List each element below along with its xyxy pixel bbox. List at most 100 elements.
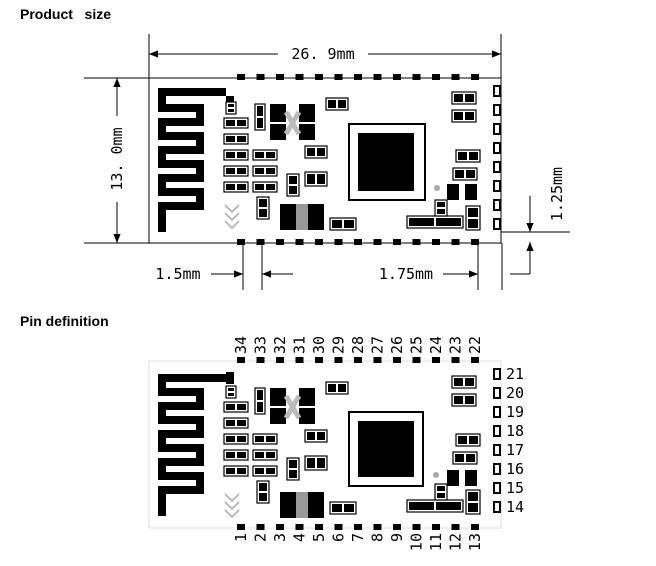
passive-component [465,489,481,515]
passive-component [304,429,328,443]
passive-component [225,101,237,115]
right-pin-label: 14 [506,498,524,516]
passive-component [451,109,477,123]
bottom-pin-label: 4 [291,533,309,542]
top-pin-label: 24 [427,336,445,354]
top-pin-label: 29 [330,336,348,354]
passive-component [223,117,249,129]
crystal [270,388,315,424]
bottom-edge-pad [354,524,362,530]
right-pin-label: 20 [506,384,524,402]
top-edge-pad [471,357,479,363]
side-edge-pad [493,425,501,437]
inductor [280,492,324,518]
bottom-edge-pad [451,524,460,530]
pin-definition-title: Pin definition [20,313,109,329]
qfn-chip [348,411,424,487]
chevron-marks [224,204,240,230]
top-edge-pad [393,74,401,80]
pin1-marker [433,472,439,478]
passive-component [452,167,478,181]
antenna-trace [158,374,231,516]
top-edge-pad [451,74,460,80]
passive-component [223,433,249,445]
bottom-pin-label: 5 [310,533,328,542]
passive-component [455,433,481,447]
bottom-pin-label: 11 [427,533,445,551]
side-edge-pad [493,387,501,399]
passive-component [223,401,249,413]
bottom-edge-pad [393,239,401,245]
passive-component [465,205,481,231]
passive-component [256,480,270,504]
top-edge-pad [412,357,421,363]
right-gap-dimension-label: 1.25mm [548,167,566,221]
passive-component [223,449,249,461]
bottom-edge-pad [334,239,343,245]
top-pin-label: 33 [252,336,270,354]
bottom-edge-pad [237,239,245,245]
right-pin-label: 18 [506,422,524,440]
passive-component [286,173,300,197]
bottom-edge-pad [451,239,460,245]
passive-component [434,199,448,217]
side-edge-pad [493,463,501,475]
passive-component [223,465,249,477]
passive-component [325,381,349,395]
passive-component [406,215,464,229]
bottom-pin-label: 9 [388,533,406,542]
top-edge-pad [373,357,382,363]
top-edge-pad [295,74,304,80]
top-edge-pad [276,74,284,80]
side-edge-pad [493,501,501,513]
bottom-pin-label: 12 [447,533,465,551]
left-gap-dimension-label: 1.5mm [155,265,200,283]
top-edge-pad [295,357,304,363]
passive-component [252,449,278,461]
side-edge-pad [493,199,501,211]
top-edge-pad [393,357,401,363]
passive-component [254,387,266,415]
passive-component [451,375,477,389]
bottom-pin-label: 2 [252,533,270,542]
bottom-edge-pad [471,524,479,530]
bottom-edge-pad [432,524,440,530]
top-edge-pad [354,357,362,363]
bottom-edge-pad [315,524,323,530]
module-board-pins [148,357,502,530]
passive-component [252,181,278,193]
top-edge-pad [451,357,460,363]
bottom-edge-pad [334,524,343,530]
bottom-edge-pad [412,524,421,530]
passive-component [256,196,270,220]
crystal [270,104,315,140]
side-edge-pad [493,142,501,154]
top-edge-pad [432,357,440,363]
product-size-title: Product size [20,6,112,22]
inductor [280,204,324,230]
top-edge-pad [256,74,265,80]
top-pin-label: 27 [369,336,387,354]
side-edge-pad [493,123,501,135]
bottom-edge-pad [276,524,284,530]
chevron-marks [224,493,240,519]
top-edge-pad [315,357,323,363]
pin1-marker [434,185,440,191]
bottom-edge-pad [295,239,304,245]
passive-component [254,103,266,131]
top-pin-label: 26 [388,336,406,354]
side-edge-pad [493,85,501,97]
bottom-pin-label: 3 [271,533,289,542]
bottom-pin-label: 1 [232,533,250,542]
passive-component [451,393,477,407]
passive-component [434,483,448,501]
passive-component [252,149,278,161]
side-edge-pad [493,180,501,192]
passive-component [223,417,249,429]
height-dimension-label: 13. 0mm [108,127,126,190]
passive-component [329,501,357,515]
passive-component [286,457,300,481]
bottom-edge-pad [393,524,401,530]
bottom-edge-pad [432,239,440,245]
